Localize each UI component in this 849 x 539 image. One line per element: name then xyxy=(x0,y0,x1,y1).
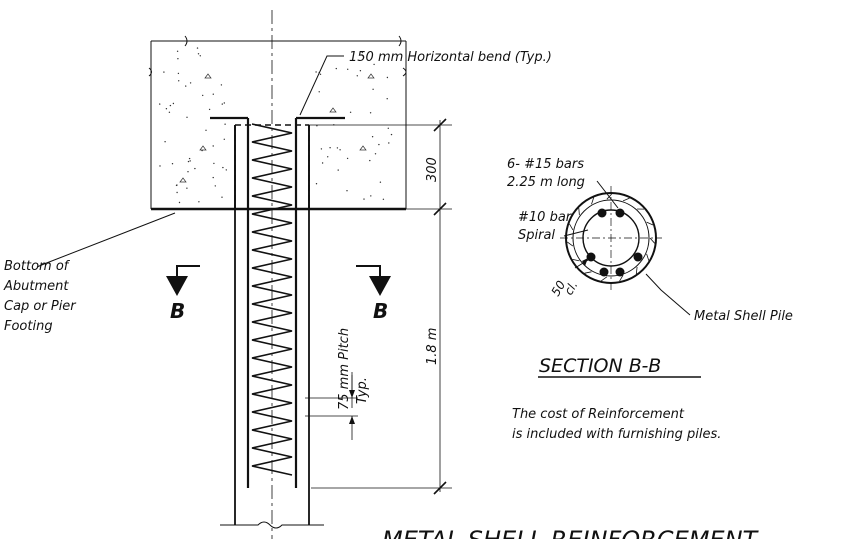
pitch-label: 75 mm Pitch xyxy=(337,328,352,410)
section-b-b xyxy=(560,180,691,316)
bottom-of-line3: Cap or Pier xyxy=(4,299,77,314)
drawing-title: METAL SHELL REINFORCEMENT xyxy=(382,526,760,539)
dim-300-label: 300 xyxy=(425,157,440,182)
horizontal-bend-label: 150 mm Horizontal bend (Typ.) xyxy=(349,50,552,65)
bottom-of-line4: Footing xyxy=(4,319,53,334)
bars-label-line1: 6- #15 bars xyxy=(507,157,584,172)
cover-label-line1: 50 xyxy=(548,278,568,299)
dim-1-8m-label: 1.8 m xyxy=(425,328,440,365)
bottom-of-line2: Abutment xyxy=(3,279,69,294)
pitch-typ-label: Typ. xyxy=(355,377,370,404)
bars-label-line2: 2.25 m long xyxy=(507,175,585,190)
spiral-label-line1: #10 bar xyxy=(518,210,573,225)
leaders xyxy=(36,55,391,296)
section-mark-right: B xyxy=(373,299,388,323)
metal-shell-pile-label: Metal Shell Pile xyxy=(694,309,793,324)
cost-note-line1: The cost of Reinforcement xyxy=(512,407,685,422)
cost-note-line2: is included with furnishing piles. xyxy=(512,427,721,442)
section-title: SECTION B-B xyxy=(539,355,661,377)
concrete-stipple xyxy=(159,47,393,204)
spiral-reinforcement xyxy=(251,123,293,476)
section-mark-left: B xyxy=(170,299,185,323)
pile xyxy=(210,10,345,539)
spiral-label-line2: Spiral xyxy=(518,228,555,243)
cover-label-line2: cl. xyxy=(561,279,580,298)
bottom-of-line1: Bottom of xyxy=(4,259,71,274)
